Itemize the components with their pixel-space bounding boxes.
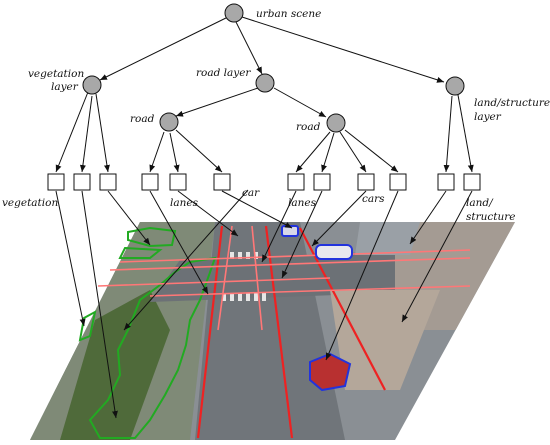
leaf-box-lanes-b-2 — [313, 173, 331, 191]
leaf-box-cars-2 — [389, 173, 407, 191]
label-car: car — [242, 187, 260, 199]
label-vegetation-layer-line1: vegetation — [28, 68, 84, 80]
leaf-box-vegetation-1 — [47, 173, 65, 191]
label-cars: cars — [362, 193, 385, 205]
node-urban-scene — [224, 3, 244, 23]
tree-edges — [55, 15, 474, 419]
tree-nodes — [82, 3, 465, 133]
leaf-box-land-structure-1 — [437, 173, 455, 191]
leaf-boxes — [47, 173, 481, 191]
leaf-box-vegetation-2 — [73, 173, 91, 191]
lane-markings — [97, 225, 471, 331]
label-land-structure-line2: structure — [466, 211, 516, 223]
node-road-b — [326, 113, 346, 133]
label-urban-scene: urban scene — [256, 8, 321, 20]
node-labels: urban scene vegetation layer road layer … — [28, 8, 550, 133]
leaf-box-lanes-b-1 — [287, 173, 305, 191]
label-road-layer: road layer — [196, 67, 251, 79]
leaf-labels: vegetation lanes car lanes cars land/ st… — [2, 187, 516, 223]
label-road-b: road — [296, 121, 321, 133]
leaf-box-cars-1 — [357, 173, 375, 191]
label-vegetation: vegetation — [2, 197, 58, 209]
label-lanes-a: lanes — [170, 197, 199, 209]
vegetation-segmentation — [78, 226, 217, 439]
label-lanes-b: lanes — [288, 197, 317, 209]
node-road-layer — [255, 73, 275, 93]
aerial-photo — [30, 222, 515, 440]
leaf-box-vegetation-3 — [99, 173, 117, 191]
leaf-box-lanes-a-2 — [169, 173, 187, 191]
label-land-structure-line1: land/ — [466, 197, 494, 209]
node-road-a — [159, 112, 179, 132]
label-land-structure-layer-line1: land/structure — [474, 97, 550, 109]
car-detections — [281, 225, 353, 392]
node-land-structure-layer — [445, 76, 465, 96]
leaf-box-land-structure-2 — [463, 173, 481, 191]
node-vegetation-layer — [82, 75, 102, 95]
label-land-structure-layer-line2: layer — [474, 111, 502, 123]
label-road-a: road — [130, 113, 155, 125]
leaf-box-car — [213, 173, 231, 191]
label-vegetation-layer-line2: layer — [51, 81, 79, 93]
leaf-box-lanes-a-1 — [141, 173, 159, 191]
